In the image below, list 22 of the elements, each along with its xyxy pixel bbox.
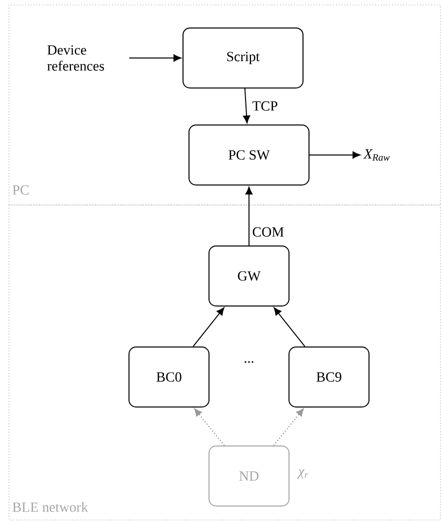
edge-label: TCP: [252, 101, 278, 111]
arrow: [273, 408, 304, 446]
edge-label: COM: [252, 227, 284, 237]
arrow: [309, 151, 360, 159]
arrow: [274, 307, 306, 347]
arrow: [245, 186, 253, 246]
ellipsis: ...: [244, 361, 254, 363]
region-label: BLE network: [12, 502, 88, 512]
process-box: BC0: [128, 346, 210, 408]
process-box: ND: [208, 446, 290, 506]
process-box: PC SW: [188, 124, 310, 186]
arrow: [128, 54, 182, 62]
arrow: [194, 408, 225, 446]
text-label: Device references: [47, 45, 104, 71]
text-label: X$_{Raw}$: [363, 149, 390, 161]
arrow: [243, 88, 250, 124]
region-label: PC: [12, 185, 29, 195]
process-box: BC9: [288, 346, 370, 408]
variable-label: χ$_{r}$: [297, 469, 308, 479]
process-box: GW: [208, 246, 290, 306]
arrow: [192, 307, 224, 347]
process-box: Script: [182, 28, 304, 88]
